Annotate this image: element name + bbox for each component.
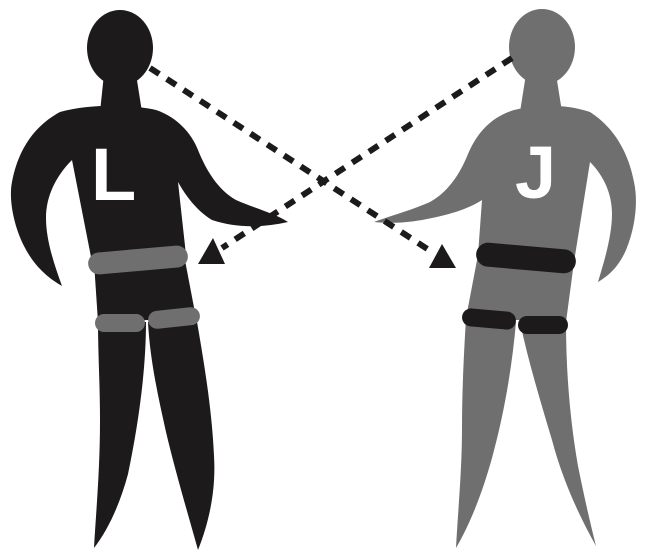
arrowhead-left (198, 238, 225, 264)
arrowhead-right (429, 244, 456, 268)
figure-left-label: L (91, 133, 136, 216)
figure-left-body (11, 10, 288, 550)
figure-right-body (374, 9, 636, 548)
figure-right: J (374, 9, 636, 548)
thigh-strap-left (95, 314, 145, 332)
figure-right-label: J (515, 131, 556, 214)
sight-lines (150, 58, 512, 268)
thigh-strap-right (518, 316, 568, 334)
figure-left: L (11, 10, 288, 550)
